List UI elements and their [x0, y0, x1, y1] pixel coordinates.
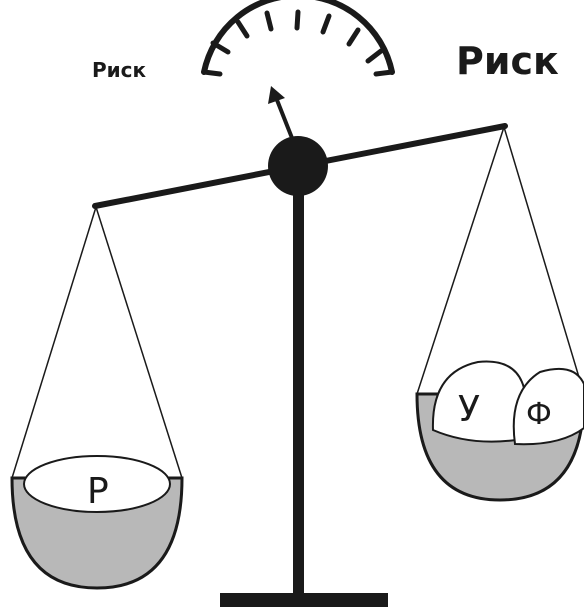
right-pan-strings: [416, 126, 584, 395]
left-pan-strings: [11, 206, 183, 479]
gauge-tick: [373, 69, 395, 77]
risk-label-right: Риск: [456, 39, 559, 83]
weight-r: [23, 455, 171, 513]
weight-r-label: Р: [87, 471, 109, 512]
gauge-tick: [235, 19, 250, 39]
gauge-tick: [210, 40, 231, 55]
weight-u-label: У: [458, 389, 480, 430]
risk-gauge: [201, 0, 395, 77]
gauge-tick: [346, 27, 361, 47]
left-pan: Р: [10, 455, 184, 590]
scale-stand-pole: [293, 175, 304, 595]
gauge-tick: [294, 9, 301, 31]
scale-pivot: [268, 136, 328, 196]
right-pan: У Ф: [415, 360, 584, 502]
gauge-arc: [201, 0, 395, 75]
weight-f: [512, 368, 584, 446]
gauge-tick: [320, 13, 332, 35]
gauge-tick: [365, 48, 384, 64]
risk-label-left: Риск: [92, 58, 147, 82]
gauge-tick: [264, 10, 274, 32]
weight-u: [431, 360, 526, 443]
scale-stand-base: [220, 593, 388, 607]
gauge-tick: [201, 69, 223, 77]
weight-f-label: Ф: [526, 397, 552, 432]
gauge-needle-arrow: [268, 86, 294, 139]
